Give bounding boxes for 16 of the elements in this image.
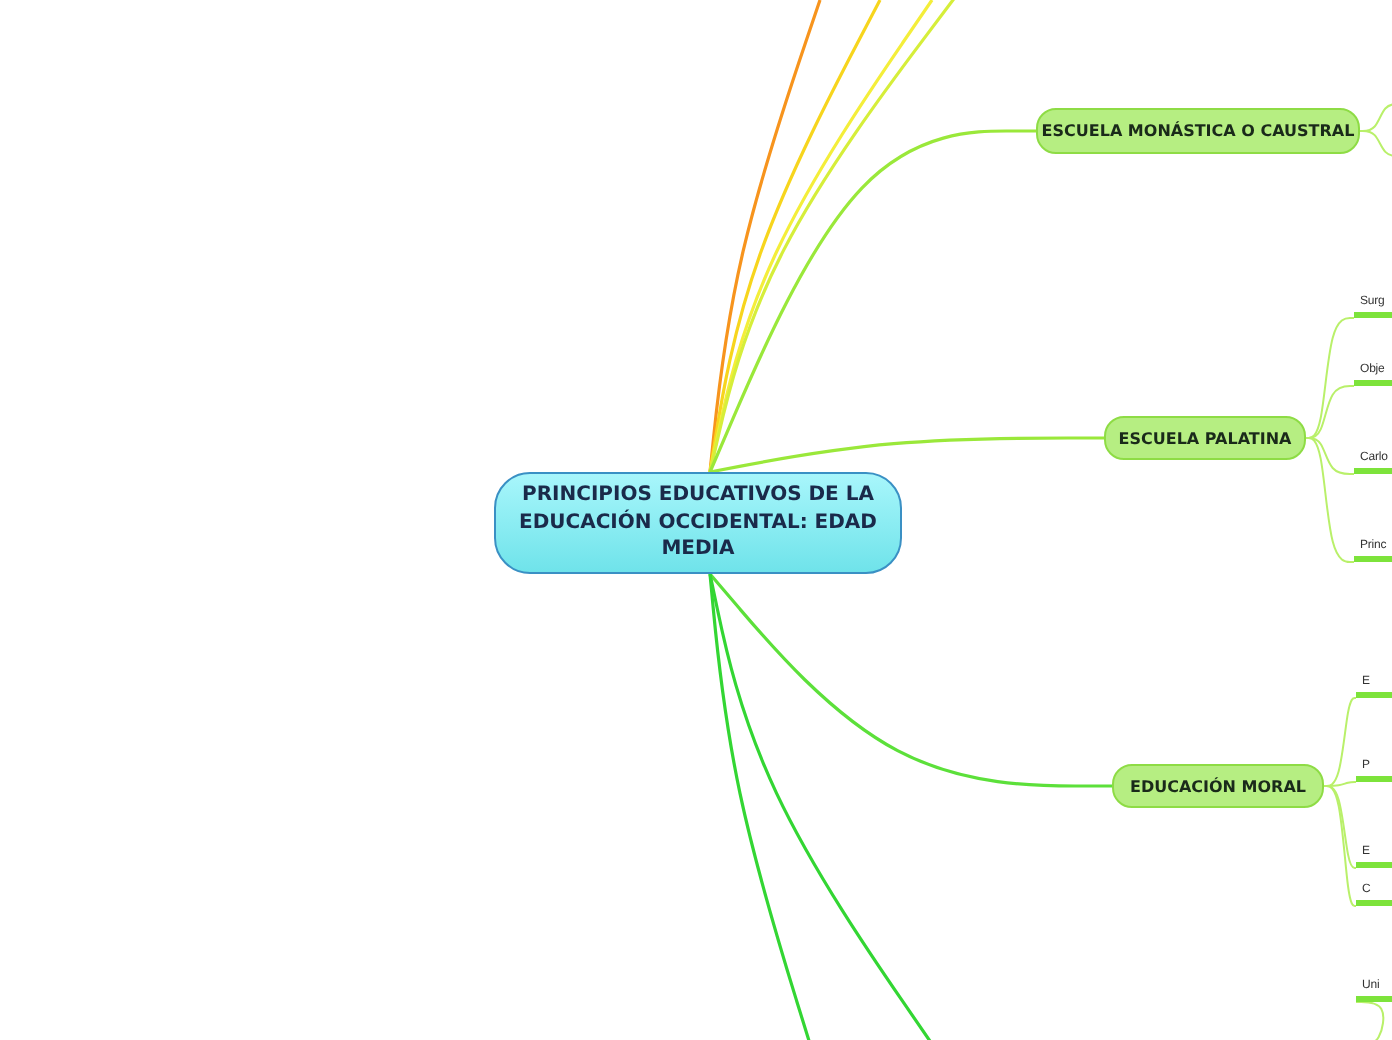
connector-line	[1305, 437, 1355, 563]
connector-line	[1305, 437, 1355, 475]
connector-line	[1355, 1001, 1385, 1040]
connector-line	[708, 573, 934, 1040]
central-topic: PRINCIPIOS EDUCATIVOS DE LA EDUCACIÓN OCCIDENTAL: EDAD MEDIA	[494, 472, 902, 574]
connector-line	[708, 573, 812, 1040]
connector-line	[708, 572, 1112, 788]
connector-line	[1359, 130, 1392, 157]
connector-line	[709, 436, 1104, 474]
topic-box: ESCUELA MONÁSTICA O CAUSTRAL	[1036, 108, 1360, 154]
topic-box: ESCUELA PALATINA	[1104, 416, 1306, 460]
connector-line	[708, 129, 1036, 473]
connector-line	[1323, 785, 1357, 869]
connector-line	[1305, 317, 1355, 439]
topic-box: EDUCACIÓN MORAL	[1112, 764, 1324, 808]
connector-line	[1323, 785, 1357, 907]
